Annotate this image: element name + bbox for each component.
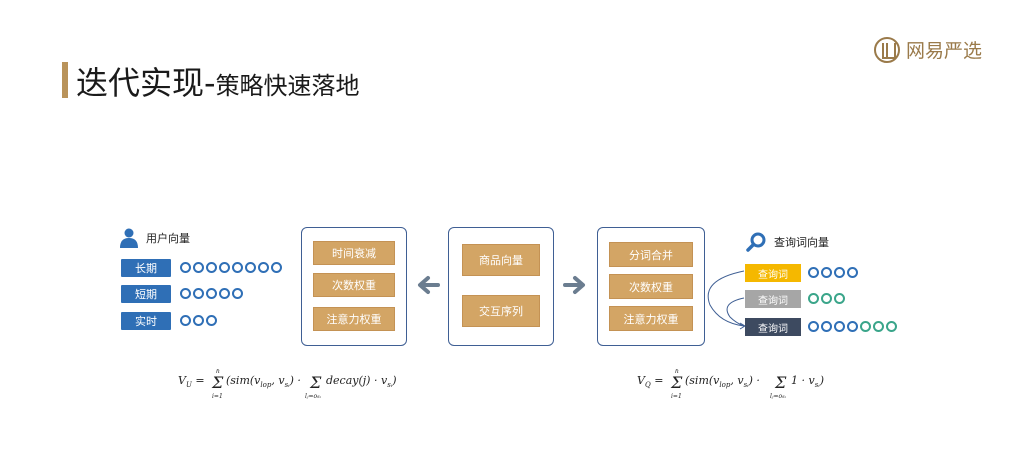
user-vector-formula: VU = Σ h i=1 (sim(vlop, vsᵢ) · Σ lⱼ=osᵢ … bbox=[178, 368, 418, 406]
vector-dimension-circle bbox=[808, 321, 819, 332]
query-1-circles bbox=[808, 267, 858, 278]
svg-text:lⱼ=osᵢ: lⱼ=osᵢ bbox=[305, 393, 321, 400]
user-short-term-circles bbox=[180, 288, 243, 299]
vector-dimension-circle-green bbox=[873, 321, 884, 332]
vector-dimension-circle bbox=[847, 321, 858, 332]
vector-dimension-circle bbox=[245, 262, 256, 273]
svg-text:h: h bbox=[216, 369, 220, 375]
left-panel-item-attention-weight: 注意力权重 bbox=[313, 307, 395, 331]
vector-dimension-circle bbox=[206, 262, 217, 273]
center-panel-item-interaction-sequence: 交互序列 bbox=[462, 295, 540, 327]
vector-dimension-circle bbox=[271, 262, 282, 273]
svg-text:Σ: Σ bbox=[670, 373, 683, 392]
page-title: 迭代实现-策略快速落地 bbox=[76, 58, 360, 104]
brand-logo-icon bbox=[874, 36, 900, 63]
vector-dimension-circle-green bbox=[808, 293, 819, 304]
user-tag-realtime: 实时 bbox=[121, 312, 171, 330]
left-panel-item-time-decay: 时间衰减 bbox=[313, 241, 395, 265]
vector-dimension-circle bbox=[847, 267, 858, 278]
arrow-right-icon bbox=[563, 276, 585, 294]
vector-dimension-circle-green bbox=[860, 321, 871, 332]
center-panel: 商品向量 交互序列 bbox=[448, 227, 554, 346]
query-vector-heading: 查询词向量 bbox=[746, 232, 829, 252]
left-panel: 时间衰减 次数权重 注意力权重 bbox=[301, 227, 407, 346]
vector-dimension-circle-green bbox=[886, 321, 897, 332]
vector-dimension-circle bbox=[808, 267, 819, 278]
right-panel-item-count-weight: 次数权重 bbox=[609, 274, 693, 299]
svg-text:1 · vsᵢ): 1 · vsᵢ) bbox=[791, 374, 824, 389]
vector-dimension-circle bbox=[232, 288, 243, 299]
vector-dimension-circle bbox=[193, 262, 204, 273]
vector-dimension-circle bbox=[193, 315, 204, 326]
svg-text:VQ =: VQ = bbox=[637, 374, 663, 389]
vector-dimension-circle bbox=[193, 288, 204, 299]
svg-text:Σ: Σ bbox=[211, 373, 224, 392]
title-accent-bar bbox=[62, 62, 68, 98]
arrow-left-icon bbox=[418, 276, 440, 294]
query-vector-formula: VQ = Σ h i=1 (sim(vlop, vsᵢ) · Σ lⱼ=osᵢ … bbox=[637, 368, 847, 406]
query-tag-1: 查询词 bbox=[745, 264, 801, 282]
brand-logo-text: 网易严选 bbox=[906, 40, 983, 62]
user-vector-heading-text: 用户向量 bbox=[146, 232, 190, 245]
vector-dimension-circle bbox=[821, 267, 832, 278]
vector-dimension-circle bbox=[834, 267, 845, 278]
vector-dimension-circle bbox=[180, 262, 191, 273]
vector-dimension-circle bbox=[180, 288, 191, 299]
query-3-circles bbox=[808, 321, 897, 332]
vector-dimension-circle-green bbox=[821, 293, 832, 304]
right-panel-item-token-merge: 分词合并 bbox=[609, 242, 693, 267]
user-tag-long-term: 长期 bbox=[121, 259, 171, 277]
vector-dimension-circle bbox=[180, 315, 191, 326]
svg-text:decay(j) · vsᵢ): decay(j) · vsᵢ) bbox=[326, 374, 397, 389]
user-vector-heading: 用户向量 bbox=[120, 228, 190, 248]
query-tag-2: 查询词 bbox=[745, 290, 801, 308]
svg-text:VU =: VU = bbox=[178, 374, 205, 389]
vector-dimension-circle bbox=[206, 288, 217, 299]
svg-text:lⱼ=osᵢ: lⱼ=osᵢ bbox=[770, 393, 786, 400]
vector-dimension-circle bbox=[219, 288, 230, 299]
user-tag-short-term: 短期 bbox=[121, 285, 171, 303]
page-title-sub: 策略快速落地 bbox=[215, 72, 360, 100]
search-icon bbox=[746, 232, 766, 252]
svg-text:(sim(vlop, vsᵢ) ·: (sim(vlop, vsᵢ) · bbox=[685, 374, 760, 389]
left-panel-item-count-weight: 次数权重 bbox=[313, 273, 395, 297]
svg-text:i=1: i=1 bbox=[212, 393, 223, 400]
vector-dimension-circle bbox=[232, 262, 243, 273]
right-panel-item-attention-weight: 注意力权重 bbox=[609, 306, 693, 331]
vector-dimension-circle bbox=[206, 315, 217, 326]
svg-text:Σ: Σ bbox=[309, 373, 322, 392]
query-vector-heading-text: 查询词向量 bbox=[774, 236, 829, 249]
vector-dimension-circle bbox=[258, 262, 269, 273]
page-title-main: 迭代实现- bbox=[76, 64, 216, 102]
svg-text:h: h bbox=[675, 369, 679, 375]
right-panel: 分词合并 次数权重 注意力权重 bbox=[597, 227, 705, 346]
svg-text:(sim(vlop, vsᵢ) ·: (sim(vlop, vsᵢ) · bbox=[226, 374, 301, 389]
user-realtime-circles bbox=[180, 315, 217, 326]
brand-logo: 网易严选 bbox=[874, 36, 982, 63]
vector-dimension-circle bbox=[219, 262, 230, 273]
query-tag-3: 查询词 bbox=[745, 318, 801, 336]
user-long-term-circles bbox=[180, 262, 282, 273]
query-2-circles bbox=[808, 293, 845, 304]
svg-text:i=1: i=1 bbox=[671, 393, 682, 400]
query-merge-arrows bbox=[707, 270, 746, 330]
vector-dimension-circle bbox=[821, 321, 832, 332]
user-icon bbox=[120, 228, 138, 248]
center-panel-item-product-vector: 商品向量 bbox=[462, 244, 540, 276]
svg-text:Σ: Σ bbox=[774, 373, 787, 392]
vector-dimension-circle bbox=[834, 321, 845, 332]
vector-dimension-circle-green bbox=[834, 293, 845, 304]
